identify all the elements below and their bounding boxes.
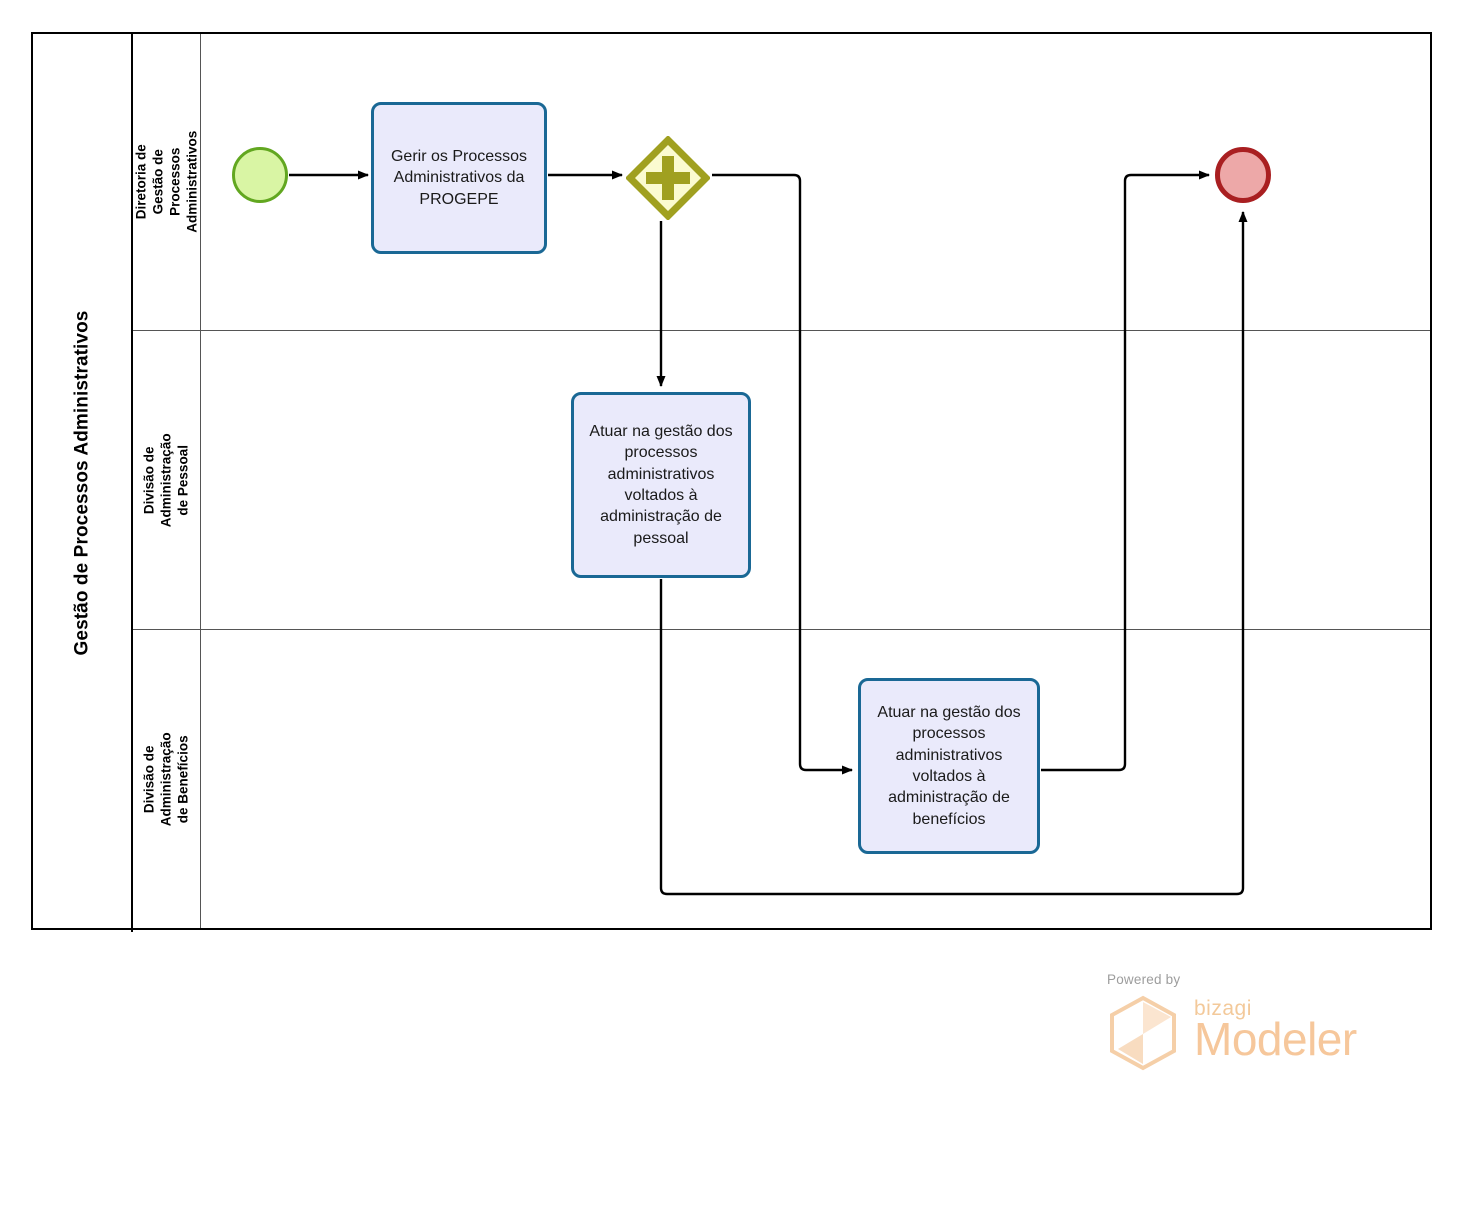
task-label: Atuar na gestão dos processos administra… (877, 704, 1021, 828)
lane-beneficios[interactable]: Divisão de Administração de Benefícios (133, 630, 1430, 928)
task-atuar-pessoal[interactable]: Atuar na gestão dos processos administra… (571, 392, 751, 578)
end-event[interactable] (1215, 147, 1271, 203)
lane-header-pessoal: Divisão de Administração de Pessoal (133, 331, 201, 629)
lane-pessoal[interactable]: Divisão de Administração de Pessoal (133, 331, 1430, 630)
lane-body-beneficios (201, 630, 1430, 928)
plus-icon (646, 156, 690, 200)
lane-body-pessoal (201, 331, 1430, 629)
lane-header-diretoria: Diretoria de Gestão de Processos Adminis… (133, 34, 201, 330)
lane-label-diretoria: Diretoria de Gestão de Processos Adminis… (133, 130, 199, 234)
task-atuar-beneficios[interactable]: Atuar na gestão dos processos administra… (858, 678, 1040, 854)
pool-title: Gestão de Processos Administrativos (71, 310, 93, 656)
task-label: Gerir os Processos Administrativos da PR… (390, 148, 528, 208)
bizagi-branding: Powered by bizagi Modeler (1104, 972, 1374, 1072)
task-label: Atuar na gestão dos processos administra… (589, 423, 733, 547)
pool-title-cell: Gestão de Processos Administrativos (33, 34, 133, 932)
lane-header-beneficios: Divisão de Administração de Benefícios (133, 630, 201, 928)
start-event[interactable] (232, 147, 288, 203)
bizagi-hexagon-icon (1104, 994, 1182, 1077)
lane-label-beneficios: Divisão de Administração de Benefícios (141, 732, 190, 826)
lane-label-pessoal: Divisão de Administração de Pessoal (141, 433, 190, 527)
powered-by-label: Powered by (1107, 972, 1181, 987)
parallel-gateway[interactable] (626, 136, 710, 220)
task-gerir-processos[interactable]: Gerir os Processos Administrativos da PR… (371, 102, 547, 254)
modeler-wordmark: Modeler (1194, 1013, 1357, 1065)
bizagi-wordmark: bizagi (1194, 997, 1252, 1020)
